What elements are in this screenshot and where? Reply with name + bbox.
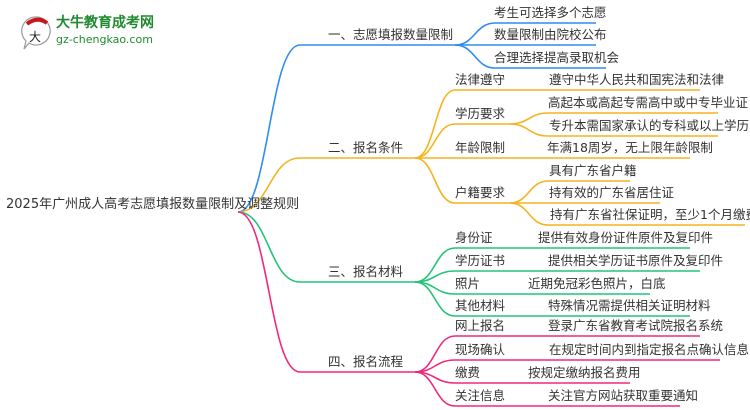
leaf-topic[interactable]: 提供有效身份证件原件及复印件 — [538, 230, 714, 245]
subtopic[interactable]: 照片 — [455, 276, 481, 291]
logo-url: gz-chengkao.com — [56, 33, 153, 46]
branch-edge — [237, 44, 455, 213]
branch-edge — [237, 211, 415, 373]
leaf-topic[interactable]: 年满18周岁，无上限年龄限制 — [547, 140, 713, 155]
leaf-topic[interactable]: 高起本或高起专需高中或中专毕业证 — [548, 95, 749, 110]
leaf-topic[interactable]: 关注官方网站获取重要通知 — [548, 388, 699, 403]
logo-title: 大牛教育成考网 — [56, 15, 154, 31]
subtopic[interactable]: 身份证 — [455, 230, 493, 245]
branch-topic[interactable]: 二、报名条件 — [328, 140, 404, 155]
leaf-topic[interactable]: 特殊情况需提供相关证明材料 — [548, 298, 711, 313]
subtopic[interactable]: 学历证书 — [455, 253, 506, 268]
svg-text:大: 大 — [29, 30, 41, 44]
subtopic[interactable]: 年龄限制 — [455, 140, 506, 155]
root-topic: 2025年广州成人高考志愿填报数量限制及调整规则 — [6, 197, 300, 212]
subtopic[interactable]: 数量限制由院校公布 — [494, 27, 607, 42]
subtopic[interactable]: 合理选择提高录取机会 — [494, 50, 620, 65]
logo-mascot-icon: 大 — [21, 16, 51, 50]
subtopic[interactable]: 网上报名 — [455, 318, 506, 333]
subtopic-edge — [414, 335, 525, 373]
subtopic[interactable]: 法律遵守 — [455, 72, 506, 87]
subtopic-edge — [414, 89, 525, 159]
leaf-edge — [509, 202, 745, 226]
subtopic[interactable]: 其他材料 — [455, 298, 506, 313]
leaf-topic[interactable]: 持有效的广东省居住证 — [549, 185, 675, 200]
subtopic[interactable]: 考生可选择多个志愿 — [494, 5, 607, 20]
branch-topic[interactable]: 三、报名材料 — [328, 264, 404, 279]
subtopic-edge — [454, 44, 606, 69]
subtopic[interactable]: 关注信息 — [455, 388, 506, 403]
leaf-topic[interactable]: 持有广东省社保证明，至少1个月缴费记录 — [550, 207, 750, 222]
leaf-topic[interactable]: 登录广东省教育考试院报名系统 — [548, 318, 724, 333]
leaf-topic[interactable]: 专升本需国家承认的专科或以上学历 — [549, 118, 750, 133]
branch-edge — [237, 157, 415, 213]
subtopic-edge — [414, 281, 525, 317]
leaf-topic[interactable]: 近期免冠彩色照片，白底 — [528, 276, 666, 291]
subtopic-edge — [414, 157, 510, 204]
leaf-topic[interactable]: 提供相关学历证书原件及复印件 — [548, 253, 724, 268]
leaf-topic[interactable]: 按规定缴纳报名费用 — [528, 365, 641, 380]
subtopic[interactable]: 户籍要求 — [455, 185, 506, 200]
subtopic-edge — [414, 123, 510, 159]
subtopic[interactable]: 缴费 — [455, 365, 481, 380]
branch-topic[interactable]: 一、志愿填报数量限制 — [328, 27, 454, 42]
leaf-topic[interactable]: 具有广东省户籍 — [549, 163, 637, 178]
leaf-edge — [509, 123, 718, 137]
subtopic[interactable]: 现场确认 — [455, 342, 506, 357]
branch-topic[interactable]: 四、报名流程 — [328, 354, 404, 369]
subtopic[interactable]: 学历要求 — [455, 106, 506, 121]
leaf-topic[interactable]: 遵守中华人民共和国宪法和法律 — [549, 72, 725, 87]
leaf-topic[interactable]: 在规定时间内到指定报名点确认信息 — [549, 342, 750, 357]
branch-edge — [237, 211, 415, 283]
site-logo[interactable]: 大 大牛教育成考网 gz-chengkao.com — [20, 12, 160, 52]
subtopic-edge — [414, 371, 525, 407]
